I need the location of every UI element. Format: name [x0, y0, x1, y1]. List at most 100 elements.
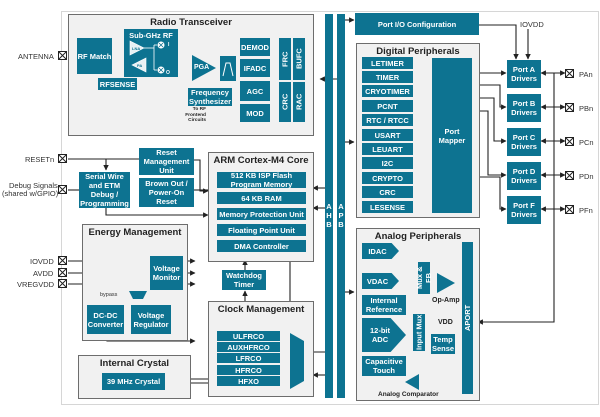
ulfrco-block: ULFRCO: [217, 331, 280, 341]
analog-title: Analog Peripherals: [374, 231, 462, 242]
port-pin-label-pdn: PDn: [579, 172, 594, 181]
core-title: ARM Cortex-M4 Core: [213, 155, 309, 166]
debug-label-1: Debug Signals: [9, 181, 58, 190]
vregvdd-label: VREGVDD: [17, 280, 55, 289]
port-mapper-block: Port Mapper: [432, 58, 472, 213]
digital-item-crc: CRC: [362, 186, 413, 198]
pa-label: PA: [137, 63, 142, 68]
port-pin-pcn[interactable]: [565, 137, 574, 146]
rac-block: RAC: [293, 82, 305, 122]
clock-title: Clock Management: [217, 304, 305, 315]
antenna-label: ANTENNA: [18, 52, 54, 61]
crc-radio-block: CRC: [279, 82, 291, 122]
avdd-pin[interactable]: [58, 268, 67, 277]
filter-block: [220, 56, 236, 81]
idac-block: IDAC: [362, 243, 399, 259]
watchdog-timer-block: Watchdog Timer: [222, 270, 266, 290]
resetn-pin[interactable]: [58, 154, 67, 163]
to-rf-frontend-label: To RF Frontend Circuits: [176, 107, 206, 124]
flash-memory-block: 512 KB ISP Flash Program Memory: [217, 171, 306, 189]
serial-wire-debug-block: Serial Wire and ETM Debug / Programming: [79, 172, 130, 208]
digital-item-leuart: LEUART: [362, 143, 413, 155]
radio-transceiver-group: Radio Transceiver: [68, 14, 314, 136]
port-pin-label-pan: PAn: [579, 70, 593, 79]
mpu-block: Memory Protection Unit: [217, 208, 306, 220]
iovdd-top-label: IOVDD: [520, 20, 544, 29]
energy-title: Energy Management: [88, 227, 182, 238]
power-mux: [129, 291, 147, 299]
port-pin-pfn[interactable]: [565, 205, 574, 214]
demod-block: DEMOD: [240, 38, 270, 56]
avdd-label: AVDD: [33, 269, 54, 278]
digital-item-crypto: CRYPTO: [362, 172, 413, 184]
port-f-drivers-block: Port F Drivers: [507, 196, 541, 224]
reset-management-unit: Reset Management Unit: [139, 148, 194, 175]
port-pin-label-pcn: PCn: [579, 138, 594, 147]
brown-out-reset: Brown Out / Power-On Reset: [139, 178, 194, 207]
bufc-block: BUFC: [293, 38, 305, 80]
to-rf-line-1: To RF: [192, 107, 206, 112]
analog-comparator-label: Analog Comparator: [378, 391, 439, 398]
iovdd-label: IOVDD: [30, 257, 54, 266]
auxhfrco-block: AUXHFRCO: [217, 342, 280, 352]
port-io-configuration-block: Port I/O Configuration: [355, 13, 479, 35]
ram-block: 64 KB RAM: [217, 192, 306, 204]
resetn-label: RESETn: [25, 155, 55, 164]
lna-label: LNA: [132, 46, 140, 51]
vdac-block: VDAC: [362, 273, 399, 289]
port-pin-pan[interactable]: [565, 69, 574, 78]
i-label: I: [168, 42, 170, 48]
antenna-pin[interactable]: [58, 51, 67, 60]
crystal-39mhz-block: 39 MHz Crystal: [102, 373, 165, 390]
port-pin-pdn[interactable]: [565, 171, 574, 180]
hfxo-block: HFXO: [217, 376, 280, 386]
crystal-title: Internal Crystal: [99, 358, 170, 369]
capacitive-touch-block: Capacitive Touch: [362, 356, 406, 376]
port-b-drivers-block: Port B Drivers: [507, 94, 541, 122]
fpu-block: Floating Point Unit: [217, 224, 306, 236]
port-pin-label-pbn: PBn: [579, 104, 594, 113]
mux-fb-block: Mux & FB: [415, 262, 433, 294]
ifadc-block: IFADC: [240, 59, 270, 77]
port-c-drivers-block: Port C Drivers: [507, 128, 541, 156]
aport-block: APORT: [462, 242, 473, 394]
digital-title: Digital Peripherals: [376, 46, 460, 57]
mod-block: MOD: [240, 104, 270, 122]
rfsense-block: RFSENSE: [98, 78, 137, 90]
port-d-drivers-block: Port D Drivers: [507, 162, 541, 190]
input-mux-block: Input Mux: [413, 314, 425, 351]
digital-item-letimer: LETIMER: [362, 57, 413, 69]
rf-match-block: RF Match: [77, 38, 112, 74]
to-rf-line-2: Frontend: [185, 112, 206, 118]
digital-item-i2c: I2C: [362, 157, 413, 169]
digital-item-pcnt: PCNT: [362, 100, 413, 112]
digital-item-lesense: LESENSE: [362, 201, 413, 213]
voltage-regulator-block: Voltage Regulator: [131, 305, 171, 334]
iovdd-pin[interactable]: [58, 256, 67, 265]
port-pin-label-pfn: PFn: [579, 206, 593, 215]
dcdc-converter-block: DC-DC Converter: [87, 305, 124, 334]
pga-label: PGA: [194, 64, 210, 71]
bandpass-filter-icon: [222, 62, 234, 76]
opamp-triangle: [437, 273, 455, 293]
pga-amplifier: [192, 55, 216, 81]
digital-item-cryotimer: CRYOTIMER: [362, 85, 413, 97]
agc-block: AGC: [240, 81, 270, 101]
clock-mux: [290, 333, 304, 389]
q-label: Q: [166, 70, 170, 74]
debug-pin[interactable]: [58, 185, 67, 194]
voltage-monitor-block: Voltage Monitor: [150, 256, 183, 290]
opamp-label: Op-Amp: [432, 297, 460, 304]
port-pin-pbn[interactable]: [565, 103, 574, 112]
frequency-synthesizer-block: Frequency Synthesizer: [188, 88, 232, 106]
vregvdd-pin[interactable]: [58, 279, 67, 288]
comparator-triangle: [405, 374, 419, 390]
bypass-label: bypass: [100, 292, 118, 298]
frc-block: FRC: [279, 38, 291, 80]
digital-item-usart: USART: [362, 129, 413, 141]
to-rf-line-3: Circuits: [188, 118, 206, 123]
